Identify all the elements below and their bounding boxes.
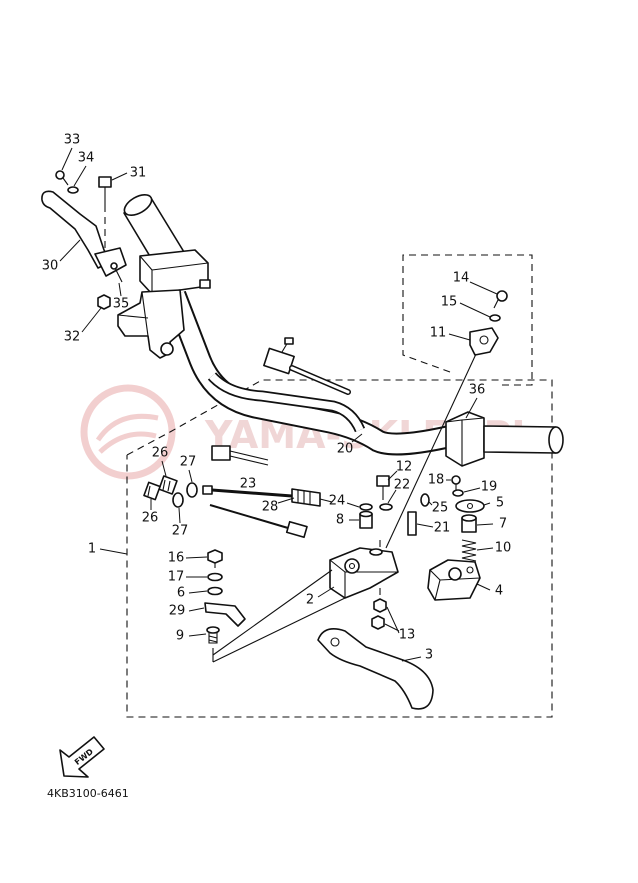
- callout-19: 19: [481, 480, 498, 495]
- construction-lines: [212, 569, 346, 663]
- watermark-logo: [80, 384, 176, 480]
- washer-27-lower: [172, 492, 184, 508]
- washer-27-upper: [186, 482, 198, 498]
- callout-34: 34: [78, 151, 95, 166]
- callout-25: 25: [432, 501, 449, 516]
- callout-12: 12: [396, 460, 413, 475]
- bracket-29: [204, 602, 246, 627]
- washer-34: [67, 186, 79, 194]
- callout-26-lower: 26: [142, 511, 159, 526]
- callouts: 33 34 31 30 35 32 14 15 11 36 20 12 26 2…: [42, 133, 512, 663]
- pin-21: [407, 511, 417, 536]
- leader-lines: [59, 147, 498, 662]
- screw-33: [55, 170, 69, 186]
- assembly-box-switch: [402, 254, 533, 386]
- fwd-arrow-icon: FWD: [59, 736, 105, 778]
- callout-26-upper: 26: [152, 446, 169, 461]
- spring-10: [461, 539, 477, 562]
- callout-32: 32: [64, 330, 81, 345]
- handlebar: [164, 290, 455, 456]
- callout-11: 11: [430, 326, 447, 341]
- watermark-logo-swoosh: [95, 413, 159, 454]
- callout-15: 15: [441, 295, 458, 310]
- collar-8: [359, 510, 373, 529]
- callout-36: 36: [469, 383, 486, 398]
- right-switch-36: [445, 411, 485, 467]
- callout-31: 31: [130, 166, 147, 181]
- callout-33: 33: [64, 133, 81, 148]
- screw-18: [451, 475, 461, 490]
- callout-17: 17: [168, 570, 185, 585]
- right-grip: [483, 425, 564, 454]
- piston-7: [461, 514, 477, 533]
- callout-23: 23: [240, 477, 257, 492]
- callout-29: 29: [169, 604, 186, 619]
- plate-5: [455, 499, 485, 513]
- callout-18: 18: [428, 473, 445, 488]
- callout-2: 2: [306, 593, 314, 608]
- washer-15: [489, 314, 501, 322]
- fitting-26-lower: [143, 481, 161, 501]
- nut-32: [97, 294, 111, 310]
- callout-4: 4: [495, 584, 503, 599]
- nut-13-upper: [373, 598, 387, 613]
- screw-9: [206, 626, 220, 644]
- screw-35: [110, 262, 123, 283]
- callout-1: 1: [88, 542, 96, 557]
- wire-harness-connector: [263, 337, 351, 395]
- washer-6: [207, 586, 223, 596]
- adjuster-28: [291, 488, 333, 507]
- callout-6: 6: [177, 586, 185, 601]
- callout-22: 22: [394, 478, 411, 493]
- callout-3: 3: [425, 648, 433, 663]
- rod-23: [202, 485, 293, 498]
- lever-3-pivot: [330, 637, 340, 647]
- callout-27-lower: 27: [172, 524, 189, 539]
- screw-14: [493, 290, 508, 309]
- callout-30: 30: [42, 259, 59, 274]
- callout-7: 7: [499, 517, 507, 532]
- callout-8: 8: [336, 513, 344, 528]
- washer-24: [359, 503, 373, 511]
- washer-17: [207, 572, 223, 582]
- callout-28: 28: [262, 500, 279, 515]
- bolt-16: [207, 549, 223, 568]
- bolt-31: [98, 176, 112, 252]
- fitting-26-upper: [158, 475, 178, 495]
- assembly-box-main: [126, 379, 553, 718]
- lever-3: [317, 628, 434, 710]
- bracket-11: [385, 327, 499, 549]
- callout-10: 10: [495, 541, 512, 556]
- master-holder-2: [329, 547, 399, 599]
- bolt-12: [376, 475, 390, 500]
- rod-lower: [209, 504, 308, 539]
- washer-19: [452, 489, 464, 497]
- pin-25: [420, 493, 430, 507]
- callout-9: 9: [176, 629, 184, 644]
- callout-21: 21: [434, 521, 451, 536]
- nut-13-lower: [371, 615, 385, 630]
- callout-5: 5: [496, 496, 504, 511]
- callout-35: 35: [113, 297, 130, 312]
- callout-20: 20: [337, 442, 354, 457]
- callout-13: 13: [399, 628, 416, 643]
- left-switch-housing: [139, 249, 211, 295]
- callout-27-upper: 27: [180, 455, 197, 470]
- callout-16: 16: [168, 551, 185, 566]
- callout-24: 24: [329, 494, 346, 509]
- washer-22: [379, 503, 393, 511]
- lever-30: [41, 190, 127, 277]
- callout-14: 14: [453, 271, 470, 286]
- bracket-4: [427, 559, 481, 601]
- document-code: 4KB3100-6461: [47, 787, 129, 800]
- left-clamp: [117, 289, 185, 359]
- switch-lead-connector: [211, 445, 269, 466]
